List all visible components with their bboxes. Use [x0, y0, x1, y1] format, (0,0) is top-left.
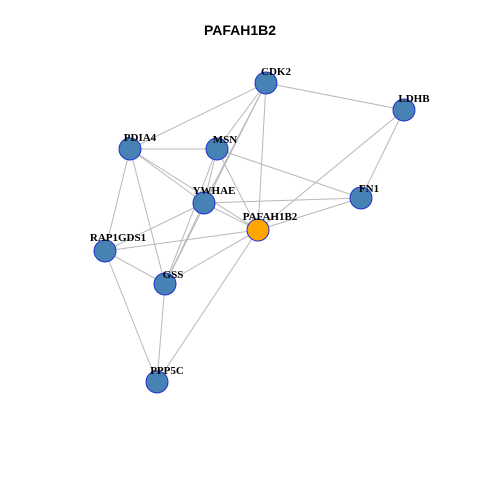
edge-msn-pafah1b2: [216, 148, 259, 231]
node-label-ywhae: YWHAE: [193, 185, 236, 197]
edge-pdia4-pafah1b2: [129, 148, 259, 231]
node-pdia4[interactable]: [118, 137, 142, 161]
edge-cdk2-pdia4: [129, 82, 267, 150]
edge-ywhae-gss: [164, 202, 205, 285]
node-cdk2[interactable]: [254, 71, 278, 95]
node-ywhae[interactable]: [192, 191, 216, 215]
node-label-rap1gds1: RAP1GDS1: [90, 232, 146, 244]
edge-ywhae-rap1gds1: [104, 202, 205, 252]
node-ppp5c[interactable]: [145, 370, 169, 394]
node-label-ldhb: LDHB: [398, 93, 430, 105]
edge-pafah1b2-ppp5c: [156, 229, 259, 383]
node-label-pdia4: PDIA4: [124, 132, 157, 144]
edge-gss-ppp5c: [156, 283, 166, 383]
node-label-fn1: FN1: [359, 183, 379, 195]
edge-fn1-ywhae: [203, 197, 362, 204]
edge-msn-gss: [164, 148, 218, 285]
node-rap1gds1[interactable]: [93, 239, 117, 263]
edge-cdk2-ldhb: [265, 82, 405, 111]
edge-pdia4-ywhae: [129, 148, 205, 204]
nodes-layer: [93, 71, 416, 394]
edge-cdk2-pafah1b2: [257, 82, 267, 231]
edge-fn1-pafah1b2: [257, 197, 362, 231]
node-pafah1b2[interactable]: [246, 218, 270, 242]
node-label-gss: GSS: [163, 269, 184, 281]
edge-cdk2-msn: [216, 82, 267, 150]
edge-rap1gds1-ppp5c: [104, 250, 158, 383]
edge-msn-fn1: [216, 148, 362, 199]
edge-ldhb-fn1: [360, 109, 405, 199]
node-label-msn: MSN: [213, 134, 238, 146]
edge-ldhb-pafah1b2: [257, 109, 405, 231]
graph-title: PAFAH1B2: [203, 22, 277, 38]
node-msn[interactable]: [205, 137, 229, 161]
edge-pdia4-gss: [129, 148, 166, 285]
node-label-cdk2: CDK2: [261, 66, 291, 78]
edge-pafah1b2-rap1gds1: [104, 229, 259, 252]
node-ldhb[interactable]: [392, 98, 416, 122]
node-label-pafah1b2: PAFAH1B2: [243, 211, 298, 223]
edge-pdia4-rap1gds1: [104, 148, 131, 252]
node-gss[interactable]: [153, 272, 177, 296]
node-label-ppp5c: PPP5C: [150, 365, 184, 377]
edge-pafah1b2-gss: [164, 229, 259, 285]
node-fn1[interactable]: [349, 186, 373, 210]
edge-cdk2-gss: [164, 82, 267, 285]
